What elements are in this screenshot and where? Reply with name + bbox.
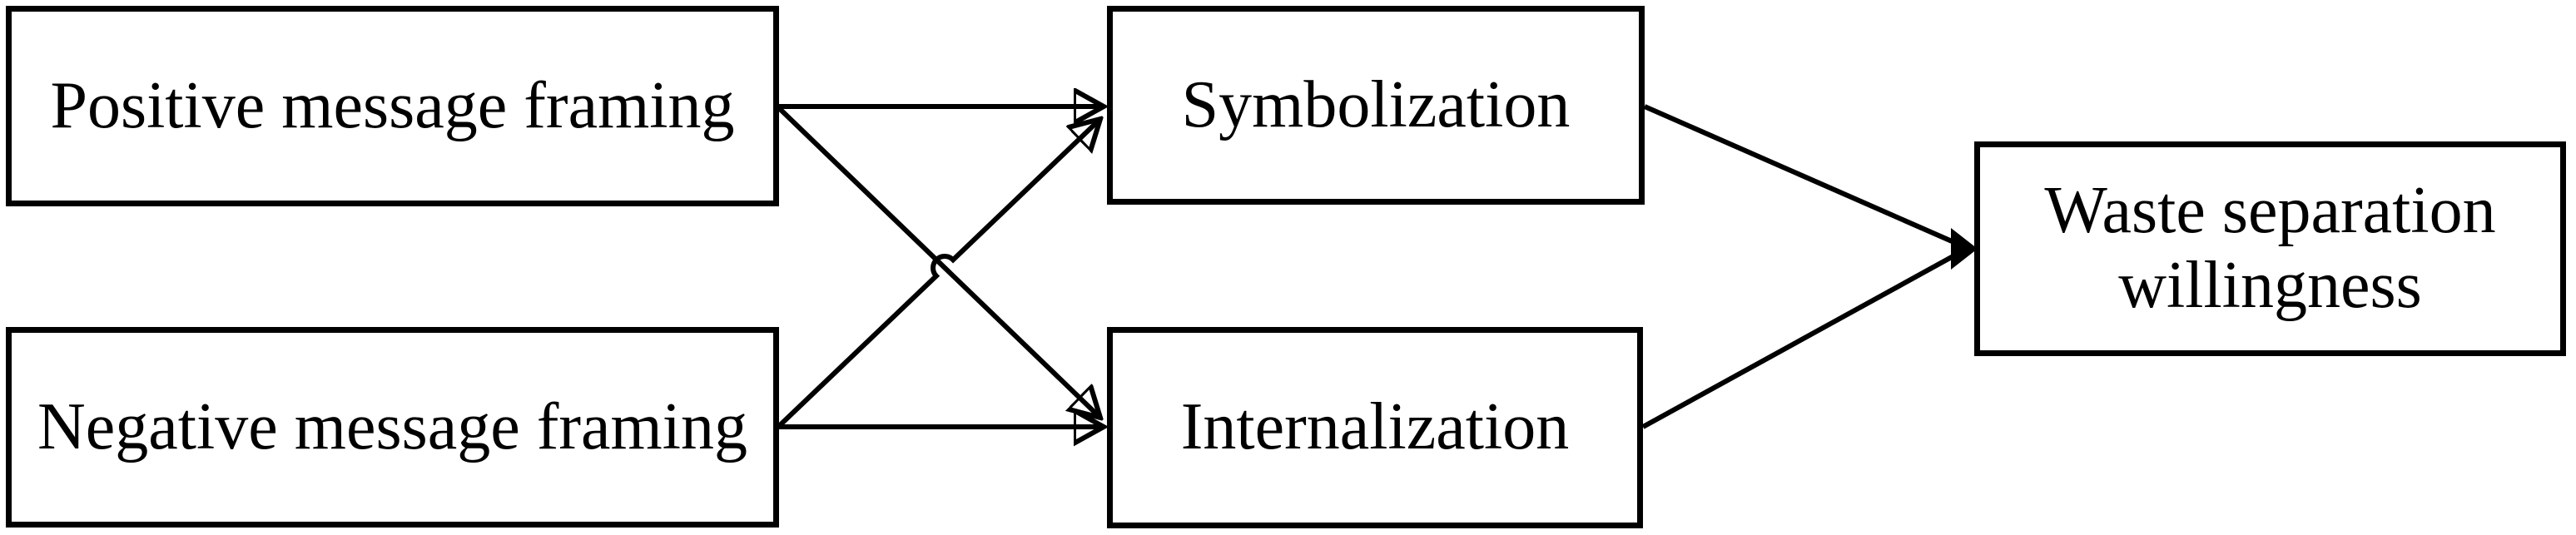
node-internalization: Internalization [1107, 327, 1643, 528]
node-label: Internalization [1180, 390, 1570, 464]
node-positive-message-framing: Positive message framing [6, 6, 779, 206]
node-label: Symbolization [1181, 67, 1571, 141]
node-label: Positive message framing [50, 68, 735, 142]
node-negative-message-framing: Negative message framing [6, 327, 779, 528]
edge-internalization-to-waste-arrow [1641, 251, 1959, 429]
edge-symbolization-to-waste-arrow [1643, 104, 1959, 246]
node-waste-separation-willingness: Waste separation willingness [1974, 141, 2566, 356]
edge-positive-to-internalization-arrow [777, 106, 1100, 418]
node-symbolization: Symbolization [1107, 6, 1645, 205]
node-label: Negative message framing [37, 389, 747, 463]
node-label: Waste separation willingness [2044, 174, 2496, 322]
edge-negative-to-symbolization-arrow [777, 119, 1100, 428]
